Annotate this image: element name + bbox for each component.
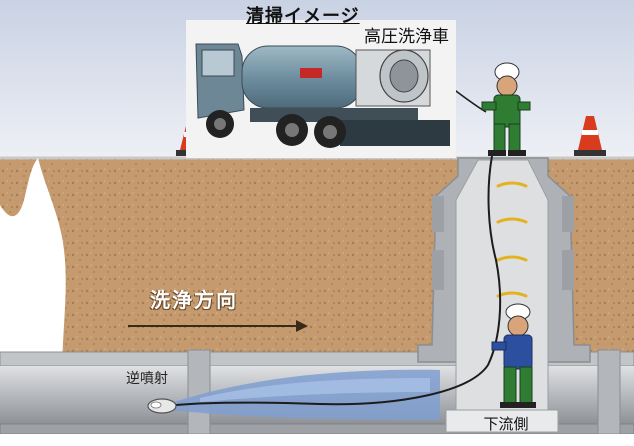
worker-icon: [491, 303, 536, 408]
nozzle-icon: [147, 398, 177, 414]
downstream-label: 下流側: [483, 415, 529, 433]
diagram-title: 清掃イメージ: [246, 6, 360, 27]
reverse-jet-label: 逆噴射: [126, 371, 168, 387]
worker-icon: [481, 62, 531, 156]
traffic-cone-icon: [574, 116, 606, 156]
truck-label: 高圧洗浄車: [364, 27, 449, 47]
water-spray-highlight: [200, 378, 430, 402]
arrow-right-icon: [128, 320, 308, 332]
truck-icon: [186, 20, 456, 158]
cleaning-direction-label: 洗浄方向: [150, 288, 238, 312]
hose: [175, 155, 502, 406]
